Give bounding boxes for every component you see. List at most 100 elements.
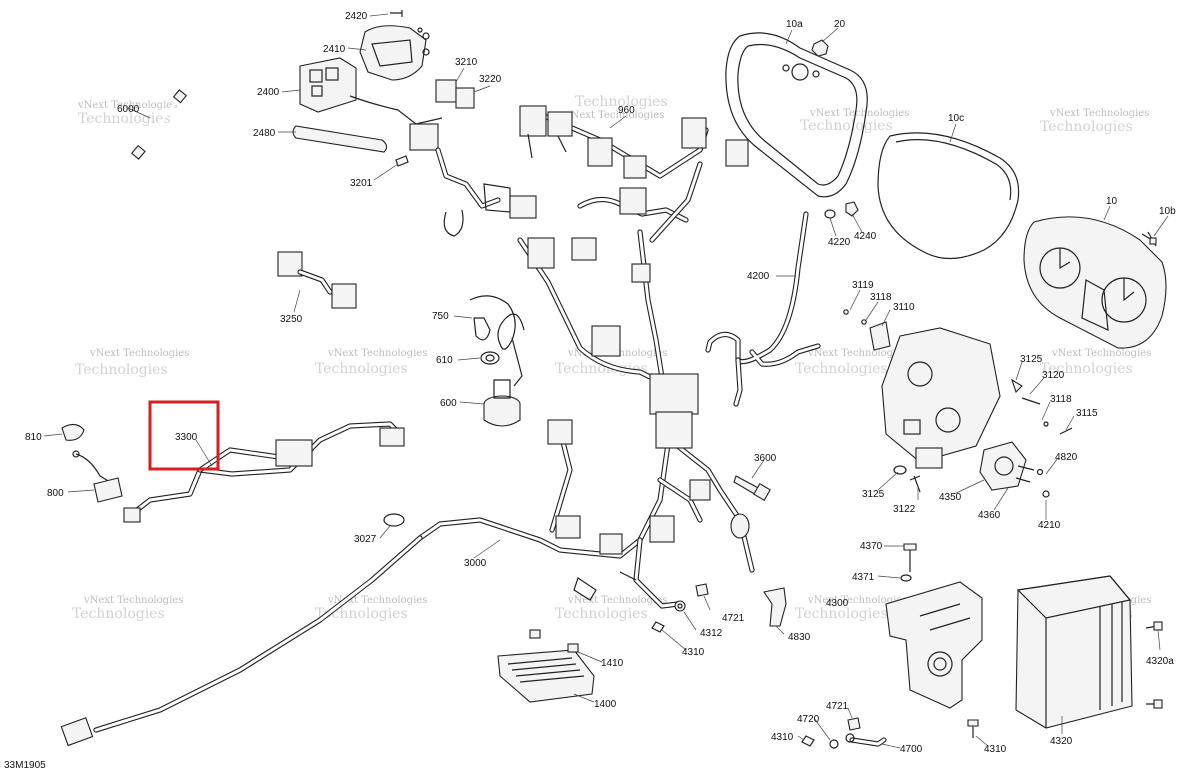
part-4721-nut <box>695 583 709 597</box>
callout-3125-upper: 3125 <box>1020 354 1043 365</box>
callout-3120: 3120 <box>1042 370 1065 381</box>
watermark-text: vNext Technologies <box>809 108 909 119</box>
callout-4721-center: 4721 <box>722 613 745 624</box>
watermark-text: Technologies <box>1040 361 1133 377</box>
callout-4720: 4720 <box>797 714 820 725</box>
watermark-text: Technologies <box>315 361 408 377</box>
callout-4310-lower: 4310 <box>771 732 794 743</box>
callout-3210: 3210 <box>455 57 478 68</box>
callout-10b: 10b <box>1159 206 1176 217</box>
part-3201-screw <box>395 155 409 167</box>
parts <box>60 10 1167 749</box>
watermark-text: Technologies <box>795 361 888 377</box>
part-4700-ground-cable <box>845 733 887 747</box>
callout-3110: 3110 <box>893 302 915 313</box>
watermark-text: vNext Technologies <box>1051 348 1151 359</box>
callout-3119: 3119 <box>852 280 874 291</box>
watermark-text: Technologies <box>1040 119 1133 135</box>
callout-3118-lower: 3118 <box>1050 394 1072 405</box>
callout-4371: 4371 <box>852 572 875 583</box>
part-2400-switch <box>299 57 443 125</box>
part-4370-bolt <box>903 543 917 572</box>
part-4310-screw <box>651 621 665 633</box>
part-3027-clip <box>383 513 405 527</box>
callout-3220: 3220 <box>479 74 502 85</box>
watermark-text: vNext Technologies <box>807 595 907 606</box>
part-4200-cable <box>705 211 821 407</box>
part-610-nut <box>480 351 500 365</box>
part-3000-main-harness <box>417 161 755 609</box>
callout-10: 10 <box>1106 196 1118 207</box>
part-4830-elbow <box>763 587 787 627</box>
callout-20: 20 <box>834 19 846 30</box>
callout-3201: 3201 <box>350 178 373 189</box>
callout-4350: 4350 <box>939 492 962 503</box>
part-10b-screw <box>1141 231 1157 247</box>
callout-960: 960 <box>618 105 635 116</box>
watermark-text: Technologies <box>315 606 408 622</box>
callout-4220: 4220 <box>828 237 851 248</box>
watermark-text: vNext Technologies <box>77 100 177 111</box>
part-4320-module <box>1015 575 1133 729</box>
callout-4360: 4360 <box>978 510 1001 521</box>
part-4320a-screws <box>1145 621 1163 709</box>
callout-10a: 10a <box>786 19 803 30</box>
callout-10c: 10c <box>948 113 964 124</box>
watermark-text: vNext Technologies <box>807 348 907 359</box>
callout-800: 800 <box>47 488 64 499</box>
watermark-text: vNext Technologies <box>327 595 427 606</box>
callout-4700: 4700 <box>900 744 923 755</box>
watermark-text: vNext Technologies <box>567 595 667 606</box>
part-4310-screw-right <box>967 719 979 738</box>
callout-4210: 4210 <box>1038 520 1061 531</box>
callout-2420: 2420 <box>345 11 368 22</box>
callout-810: 810 <box>25 432 42 443</box>
watermark-text: Technologies <box>78 111 171 127</box>
watermark-text: vNext Technologies <box>1049 108 1149 119</box>
part-10-cluster <box>1023 216 1167 349</box>
callout-6000: 6000 <box>117 104 140 115</box>
callout-3125-lower: 3125 <box>862 489 885 500</box>
callout-3118-upper: 3118 <box>870 292 892 303</box>
part-4371-washer <box>900 574 912 582</box>
part-750-lanyard <box>469 295 525 387</box>
watermark-text: Technologies <box>72 606 165 622</box>
part-3250-switch <box>277 251 357 309</box>
watermark-text: Technologies <box>575 94 668 110</box>
callout-labels: 2420 2410 2400 2480 3210 3220 3201 6000 … <box>25 11 1176 755</box>
callout-3115: 3115 <box>1076 408 1098 419</box>
callout-3300: 3300 <box>175 432 198 443</box>
watermark-text: vNext Technologies <box>564 110 664 121</box>
part-4240-nut <box>845 201 859 217</box>
callout-4721-lower: 4721 <box>826 701 849 712</box>
callout-4820: 4820 <box>1055 452 1078 463</box>
callout-4300: 4300 <box>826 598 849 609</box>
highlight-box-3300 <box>148 400 220 471</box>
callout-4312: 4312 <box>700 628 723 639</box>
watermark-text: Technologies <box>555 361 648 377</box>
part-1410-bolts <box>529 629 579 653</box>
part-4312-nut <box>674 600 686 612</box>
callout-610: 610 <box>436 355 453 366</box>
part-4300-plate <box>885 581 983 709</box>
callout-4310-center: 4310 <box>682 647 705 658</box>
diagram-code: 33M1905 <box>4 760 46 771</box>
callout-3250: 3250 <box>280 314 303 325</box>
leader-lines <box>43 13 1169 749</box>
callout-3600: 3600 <box>754 453 777 464</box>
part-10c-lens <box>877 132 1020 260</box>
part-3110-bracket <box>843 309 1073 493</box>
callout-4320a: 4320a <box>1146 656 1174 667</box>
watermark-text: Technologies <box>555 606 648 622</box>
part-960-harness <box>519 105 749 179</box>
callout-1400: 1400 <box>594 699 617 710</box>
watermark-text: Technologies <box>75 362 168 378</box>
callout-1410: 1410 <box>601 658 624 669</box>
callout-3000: 3000 <box>464 558 487 569</box>
callout-3027: 3027 <box>354 534 377 545</box>
part-3600-bolt <box>733 475 771 501</box>
callout-4200: 4200 <box>747 271 770 282</box>
part-1400-regulator <box>497 649 595 703</box>
watermark-text: vNext Technologies <box>327 348 427 359</box>
